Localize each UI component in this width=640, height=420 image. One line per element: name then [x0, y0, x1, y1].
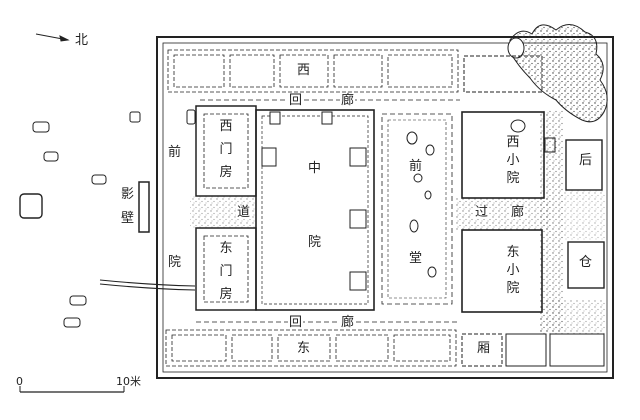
central-court-label-2: 院 — [308, 235, 322, 250]
east-corridor-label-1: 回 — [288, 315, 304, 330]
entry-path-2 — [99, 283, 196, 291]
west-small-court-stone — [510, 119, 526, 133]
back-hall-label: 后 — [579, 153, 593, 168]
screen-wall-label-1: 影 — [121, 187, 135, 202]
front-hall-label-1: 前 — [408, 159, 424, 174]
west-gatehouse-label-1: 西 — [218, 119, 234, 134]
east-corridor-label-2: 廊 — [340, 315, 356, 330]
scale-bar — [19, 386, 125, 393]
ne-well — [507, 37, 525, 59]
east-gatehouse-label-2: 门 — [218, 264, 234, 279]
front-yard-stones — [19, 109, 196, 328]
front-yard-label-2: 院 — [168, 255, 182, 270]
side-room-label: 厢 — [476, 341, 492, 356]
passage-corridor-stipple — [456, 198, 550, 230]
west-small-court-label-1: 西 — [506, 135, 520, 150]
scale-end: 10米 — [116, 375, 141, 388]
west-corridor-label-1: 回 — [288, 93, 304, 108]
passage-corridor-label-2: 廊 — [510, 205, 526, 220]
outer-wall — [156, 36, 614, 379]
east-wing-rooms — [165, 329, 457, 367]
east-small-court-label-1: 东 — [506, 245, 520, 260]
ne-pit-outline — [509, 24, 608, 123]
west-small-court-label-3: 院 — [506, 171, 520, 186]
front-hall-walls — [381, 113, 453, 305]
passage-label: 道 — [236, 205, 252, 220]
screen-wall-label-2: 壁 — [121, 211, 135, 226]
north-arrow — [35, 33, 70, 42]
granary-label: 仓 — [578, 255, 594, 270]
central-court-walls — [255, 109, 375, 311]
entry-path — [99, 279, 196, 287]
west-small-court-walls — [461, 111, 545, 199]
north-label: 北 — [75, 33, 89, 48]
east-small-court-label-2: 小 — [506, 263, 520, 278]
ne-room — [463, 55, 543, 93]
se-stipple — [540, 300, 606, 334]
west-wing-label: 西 — [296, 63, 312, 78]
west-gatehouse-label-2: 门 — [218, 142, 234, 157]
passage-corridor-label-1: 过 — [474, 205, 490, 220]
east-gatehouse-label-1: 东 — [218, 241, 234, 256]
west-wing-rooms — [167, 49, 459, 93]
front-hall-label-2: 堂 — [408, 251, 424, 266]
central-court-label-1: 中 — [308, 161, 322, 176]
east-gatehouse-label-3: 房 — [218, 287, 234, 302]
back-stipple — [560, 190, 606, 240]
west-corridor-label-2: 廊 — [340, 93, 356, 108]
east-small-court-walls — [461, 229, 543, 313]
front-hall-stones — [406, 131, 437, 278]
east-small-court-label-3: 院 — [506, 281, 520, 296]
west-gatehouse-label-3: 房 — [218, 165, 234, 180]
screen-wall-shape — [138, 181, 150, 233]
front-yard-label-1: 前 — [168, 145, 182, 160]
scale-zero: 0 — [16, 375, 23, 388]
east-wing-label: 东 — [296, 341, 312, 356]
west-small-court-label-2: 小 — [506, 153, 520, 168]
central-court-piers — [261, 111, 367, 291]
